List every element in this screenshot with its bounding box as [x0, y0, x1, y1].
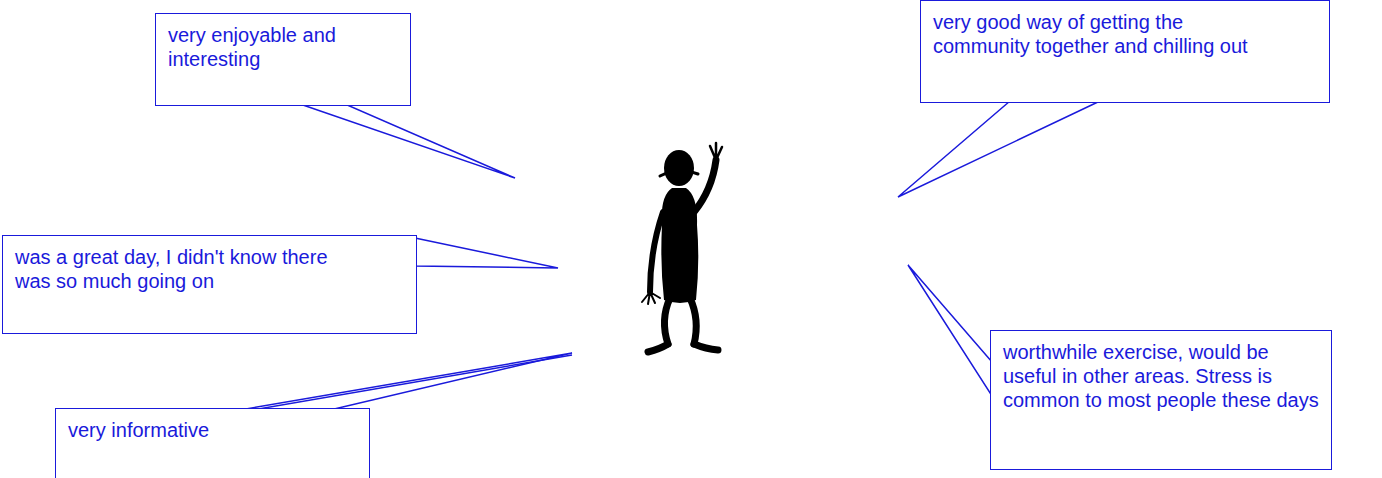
- callout-box: was a great day, I didn't know there was…: [2, 235, 417, 334]
- callout-box: very good way of getting the community t…: [920, 0, 1330, 103]
- callout-tail: [300, 104, 515, 178]
- callout-text: was a great day, I didn't know there was…: [15, 245, 360, 293]
- callout-box: very informative: [55, 408, 370, 478]
- callout-text: very enjoyable and interesting: [168, 23, 368, 71]
- callout-text: very good way of getting the community t…: [933, 10, 1278, 58]
- callout-tail: [252, 355, 572, 410]
- callout-box: very enjoyable and interesting: [155, 13, 411, 106]
- callout-tail: [908, 265, 992, 396]
- callout-text: very informative: [68, 418, 357, 442]
- callout-box: worthwhile exercise, would be useful in …: [990, 330, 1332, 470]
- stick-figure: [642, 143, 722, 352]
- callout-tail: [898, 101, 1100, 197]
- callout-tail: [415, 238, 558, 268]
- callout-text: worthwhile exercise, would be useful in …: [1003, 340, 1319, 412]
- callout-tail: [240, 353, 572, 410]
